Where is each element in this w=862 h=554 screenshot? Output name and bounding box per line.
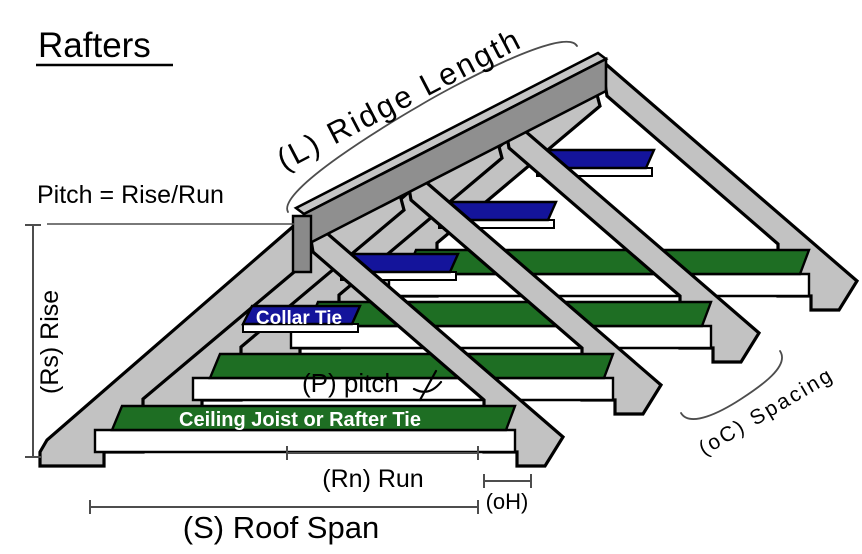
ridge-length-brace bbox=[286, 40, 578, 213]
page-title: Rafters bbox=[38, 26, 151, 65]
truss-3-right-rafter bbox=[500, 107, 762, 364]
truss-2-wall-plate bbox=[191, 376, 615, 402]
truss-2-ceiling-joist bbox=[208, 352, 615, 380]
ridge-beam bbox=[291, 51, 609, 274]
truss-1-left-rafter bbox=[38, 221, 308, 468]
roof-span-label: (S) Roof Span bbox=[183, 510, 379, 545]
pitch-label: (P) pitch bbox=[302, 368, 399, 398]
run-label: (Rn) Run bbox=[322, 465, 423, 493]
truss-3-ceiling-joist bbox=[306, 300, 713, 328]
truss-4-right-rafter bbox=[598, 55, 860, 312]
truss-4-ceiling-joist bbox=[404, 248, 811, 276]
overhang-label: (oH) bbox=[486, 489, 529, 514]
ridge-end-face bbox=[291, 214, 313, 274]
truss-1-collar-tie bbox=[241, 304, 362, 326]
collar-tie-label: Collar Tie bbox=[256, 308, 342, 329]
spacing-label: (oC) Spacing bbox=[695, 363, 838, 460]
dimension-lines bbox=[25, 40, 783, 514]
spacing-brace bbox=[680, 350, 783, 420]
pitch-angle-mark bbox=[412, 369, 443, 402]
truss-2-right-rafter bbox=[402, 159, 664, 416]
ceiling-joist-label: Ceiling Joist or Rafter Tie bbox=[179, 409, 421, 431]
truss-1-wall-plate bbox=[93, 428, 517, 454]
pitch-formula-label: Pitch = Rise/Run bbox=[37, 181, 224, 209]
truss-1-ceiling-joist bbox=[110, 404, 517, 432]
rise-label: (Rs) Rise bbox=[36, 290, 64, 394]
roof-frame-beams bbox=[38, 55, 860, 468]
truss-1-right-rafter bbox=[304, 211, 566, 468]
